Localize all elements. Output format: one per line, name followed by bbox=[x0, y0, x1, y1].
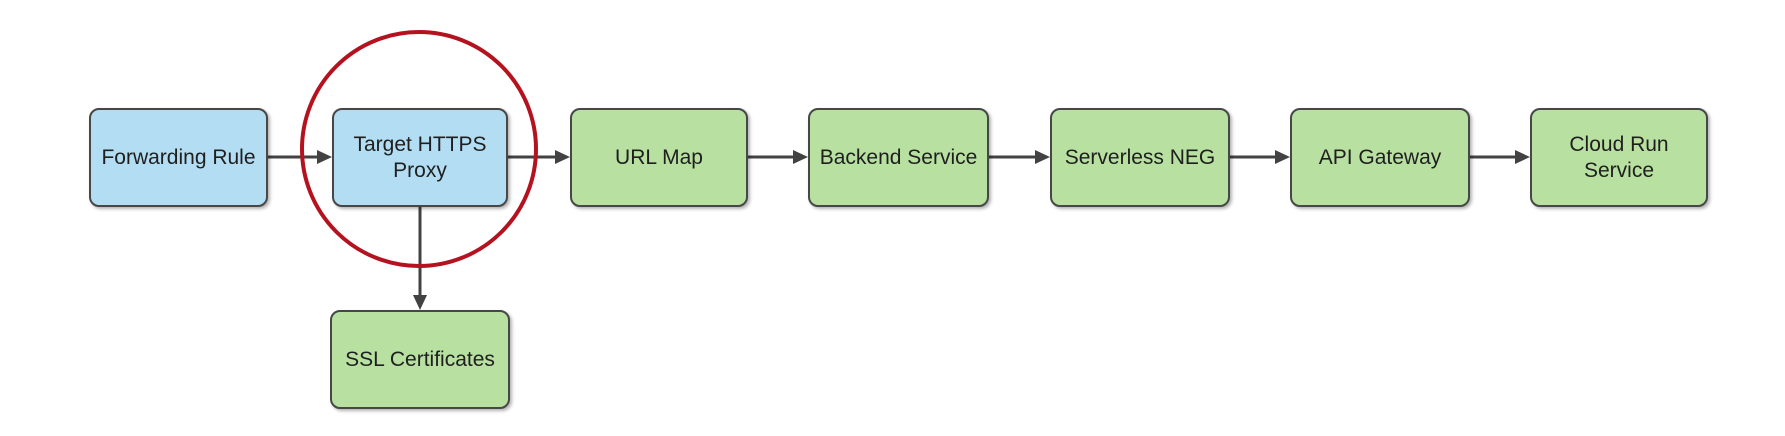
node-backend-service-label: Backend Service bbox=[819, 145, 978, 169]
node-api-gateway: API Gateway bbox=[1290, 108, 1470, 207]
node-backend-service: Backend Service bbox=[808, 108, 989, 207]
node-serverless-neg-label: Serverless NEG bbox=[1064, 145, 1216, 169]
node-url-map-label: URL Map bbox=[615, 145, 703, 169]
arrow-url-map-to-backend-service bbox=[748, 150, 808, 164]
arrow-target-https-proxy-to-url-map bbox=[508, 150, 570, 164]
arrow-api-gateway-to-cloud-run-service bbox=[1470, 150, 1530, 164]
arrow-forwarding-rule-to-target-https-proxy bbox=[268, 150, 332, 164]
arrow-backend-service-to-serverless-neg bbox=[989, 150, 1050, 164]
node-cloud-run-service: Cloud Run Service bbox=[1530, 108, 1708, 207]
node-serverless-neg: Serverless NEG bbox=[1050, 108, 1230, 207]
node-forwarding-rule-label: Forwarding Rule bbox=[101, 145, 256, 169]
arrow-serverless-neg-to-api-gateway bbox=[1230, 150, 1290, 164]
arrow-target-https-proxy-to-ssl-certificates bbox=[413, 207, 427, 310]
node-forwarding-rule: Forwarding Rule bbox=[89, 108, 268, 207]
node-url-map: URL Map bbox=[570, 108, 748, 207]
node-ssl-certificates-label: SSL Certificates bbox=[345, 347, 495, 371]
node-ssl-certificates: SSL Certificates bbox=[330, 310, 510, 409]
node-cloud-run-service-label: Cloud Run Service bbox=[1569, 132, 1669, 182]
node-target-https-proxy-label: Target HTTPS Proxy bbox=[353, 132, 487, 182]
node-api-gateway-label: API Gateway bbox=[1318, 145, 1442, 169]
node-target-https-proxy: Target HTTPS Proxy bbox=[332, 108, 508, 207]
